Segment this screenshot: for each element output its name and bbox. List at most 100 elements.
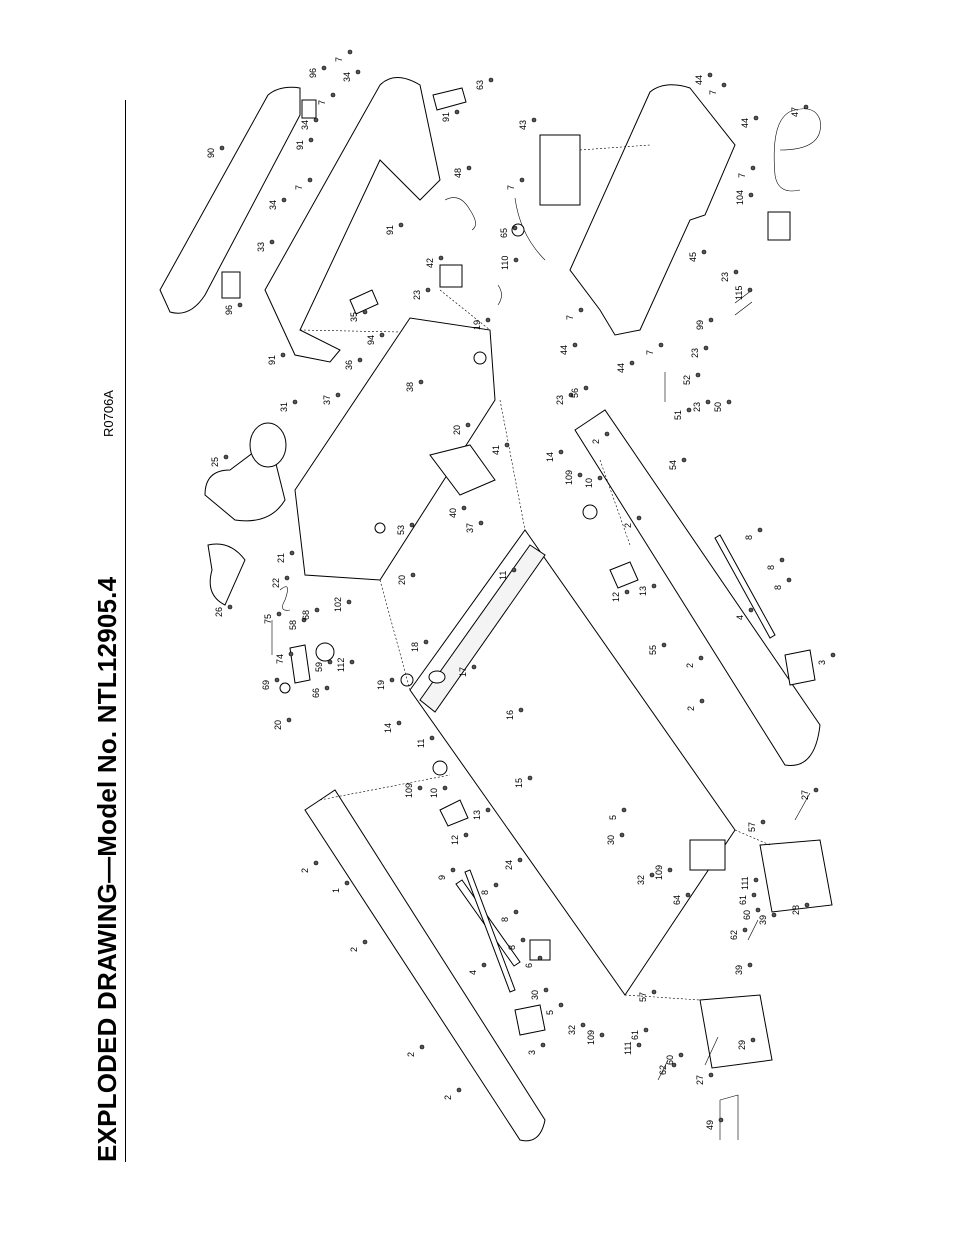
part-callout: 4 bbox=[468, 962, 487, 975]
fastener-mark bbox=[698, 655, 704, 661]
part-90-hood bbox=[159, 86, 301, 314]
fastener-mark bbox=[488, 77, 494, 83]
callout-label: 55 bbox=[648, 645, 658, 655]
callout-label: 59 bbox=[314, 662, 324, 672]
callout-label: 41 bbox=[491, 445, 501, 455]
part-96a bbox=[301, 99, 317, 119]
callout-label: 62 bbox=[658, 1065, 668, 1075]
part-callout: 34 bbox=[268, 197, 287, 210]
part-callout: 10 bbox=[584, 475, 603, 488]
part-callout: 8 bbox=[773, 577, 792, 590]
part-4b-strip bbox=[714, 534, 776, 639]
fastener-mark bbox=[276, 611, 282, 617]
fastener-mark bbox=[335, 392, 341, 398]
fastener-mark bbox=[577, 472, 583, 478]
deck-assembly bbox=[400, 504, 736, 996]
callout-label: 30 bbox=[606, 835, 616, 845]
part-callout: 91 bbox=[441, 109, 460, 122]
fastener-mark bbox=[786, 577, 792, 583]
callout-label: 54 bbox=[668, 460, 678, 470]
fastener-mark bbox=[313, 860, 319, 866]
callout-label: 57 bbox=[638, 992, 648, 1002]
part-callout: 2 bbox=[443, 1087, 462, 1100]
part-callout: 39 bbox=[758, 912, 777, 925]
callout-label: 6 bbox=[524, 963, 534, 968]
fastener-mark bbox=[543, 987, 549, 993]
fastener-mark bbox=[398, 222, 404, 228]
callout-label: 56 bbox=[570, 388, 580, 398]
part-callout: 52 bbox=[682, 372, 701, 385]
fastener-mark bbox=[558, 449, 564, 455]
callout-label: 45 bbox=[688, 252, 698, 262]
callout-label: 35 bbox=[349, 312, 359, 322]
part-64 bbox=[689, 839, 726, 871]
fastener-mark bbox=[223, 454, 229, 460]
callout-label: 3 bbox=[527, 1050, 537, 1055]
fastener-mark bbox=[751, 892, 757, 898]
fastener-mark bbox=[701, 249, 707, 255]
fastener-mark bbox=[269, 239, 275, 245]
fastener-mark bbox=[686, 407, 692, 413]
part-callout: 91 bbox=[295, 137, 314, 150]
callout-label: 20 bbox=[452, 425, 462, 435]
part-65-ferrite bbox=[511, 223, 525, 237]
callout-label: 111 bbox=[623, 1041, 633, 1055]
fastener-mark bbox=[678, 1052, 684, 1058]
callout-label: 2 bbox=[349, 947, 359, 952]
callout-label: 37 bbox=[465, 523, 475, 533]
part-62a bbox=[657, 1059, 669, 1081]
fastener-mark bbox=[540, 1042, 546, 1048]
callout-label: 27 bbox=[800, 790, 810, 800]
part-callout: 7 bbox=[294, 177, 313, 190]
callout-label: 44 bbox=[694, 75, 704, 85]
callout-label: 64 bbox=[672, 895, 682, 905]
fastener-mark bbox=[423, 639, 429, 645]
part-callout: 111 bbox=[623, 1041, 642, 1055]
fastener-mark bbox=[527, 775, 533, 781]
callout-label: 7 bbox=[708, 90, 718, 95]
fastener-mark bbox=[513, 257, 519, 263]
callout-label: 50 bbox=[713, 402, 723, 412]
part-callout: 104 bbox=[735, 190, 754, 205]
fastener-mark bbox=[813, 787, 819, 793]
callout-label: 27 bbox=[695, 1075, 705, 1085]
fastener-mark bbox=[284, 575, 290, 581]
fastener-mark bbox=[753, 115, 759, 121]
part-callout: 35 bbox=[349, 309, 368, 322]
callout-label: 26 bbox=[214, 607, 224, 617]
part-callout: 65 bbox=[499, 225, 518, 238]
part-callout: 44 bbox=[694, 72, 713, 85]
fastener-mark bbox=[219, 145, 225, 151]
callout-label: 42 bbox=[425, 258, 435, 268]
fastener-mark bbox=[726, 399, 732, 405]
part-96b bbox=[221, 271, 241, 299]
fastener-mark bbox=[478, 520, 484, 526]
callout-label: 96 bbox=[224, 305, 234, 315]
part-47-cord bbox=[773, 108, 821, 192]
part-callout: 23 bbox=[692, 399, 711, 412]
fastener-mark bbox=[583, 385, 589, 391]
callout-label: 69 bbox=[261, 680, 271, 690]
part-callout: 34 bbox=[342, 69, 361, 82]
callout-label: 111 bbox=[740, 876, 750, 890]
assembly-line bbox=[439, 289, 491, 331]
part-65-wire bbox=[514, 197, 546, 261]
callout-label: 4 bbox=[468, 970, 478, 975]
part-callout: 23 bbox=[412, 287, 431, 300]
part-callout: 37 bbox=[322, 392, 341, 405]
part-callout: 38 bbox=[405, 379, 424, 392]
fastener-mark bbox=[346, 599, 352, 605]
fastener-mark bbox=[481, 962, 487, 968]
callout-label: 5 bbox=[545, 1010, 555, 1015]
fastener-mark bbox=[485, 807, 491, 813]
part-callout: 27 bbox=[800, 787, 819, 800]
part-callout: 91 bbox=[385, 222, 404, 235]
callout-label: 24 bbox=[504, 860, 514, 870]
callout-label: 109 bbox=[654, 865, 664, 880]
part-callout: 66 bbox=[311, 685, 330, 698]
fastener-mark bbox=[629, 360, 635, 366]
part-callout: 1 bbox=[331, 880, 350, 893]
rail-assembly bbox=[304, 409, 821, 1142]
fastener-mark bbox=[733, 269, 739, 275]
